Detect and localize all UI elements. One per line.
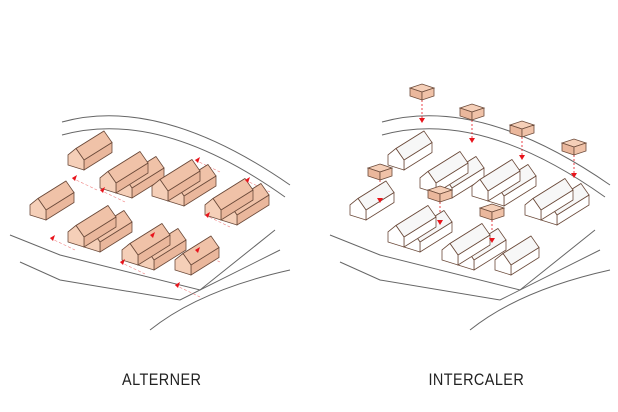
arrow-icon [72, 175, 77, 181]
inserted-block [408, 83, 436, 101]
house-gable [524, 197, 542, 221]
house-gable [471, 178, 489, 202]
house-gable [29, 197, 47, 221]
arrow-down-icon [419, 118, 425, 123]
guide-line [71, 177, 98, 191]
inserted-block [458, 103, 486, 121]
arrow-icon [195, 157, 200, 163]
house-existing [441, 222, 491, 266]
house-gable [67, 224, 85, 248]
arrow-icon [150, 232, 155, 238]
house [67, 130, 113, 171]
block-side [379, 167, 393, 181]
house-existing [419, 150, 469, 194]
inserted-block [426, 185, 454, 203]
label-intercaler: INTERCALER [428, 370, 525, 389]
block-side [521, 124, 535, 138]
house-gable [151, 178, 169, 202]
house-existing [494, 235, 540, 276]
house-existing [387, 130, 433, 171]
arrow-icon [205, 212, 210, 218]
arrow-icon [195, 247, 200, 253]
arrow-down-icon [519, 155, 525, 160]
arrow-icon [100, 187, 105, 193]
house-existing [349, 180, 395, 221]
inserted-block [508, 120, 536, 138]
house-gable [494, 252, 512, 276]
label-alterner: ALTERNER [122, 370, 202, 389]
house-gable [174, 252, 192, 276]
block-side [491, 207, 505, 221]
inserted-block [478, 203, 506, 221]
house [121, 222, 171, 266]
block-side [421, 87, 435, 101]
house-gable [121, 242, 139, 266]
arrow-down-icon [571, 173, 577, 178]
house [99, 150, 149, 194]
block-side [573, 142, 587, 156]
arrow-icon [50, 235, 55, 241]
house [174, 235, 220, 276]
house [204, 177, 254, 221]
house-existing [471, 158, 521, 202]
arrow-down-icon [469, 138, 475, 143]
arrow-down-icon [489, 238, 495, 243]
house-gable [387, 147, 405, 171]
inserted-block [366, 163, 394, 181]
house-gable [67, 147, 85, 171]
arrow-down-icon [437, 220, 443, 225]
street-lines [9, 115, 611, 331]
house [29, 180, 75, 221]
arrow-icon [245, 177, 250, 183]
house-gable [387, 224, 405, 248]
house-existing [387, 204, 437, 248]
arrow-icon [175, 282, 180, 288]
house-existing [524, 177, 574, 221]
house-gable [349, 197, 367, 221]
house [67, 204, 117, 248]
arrow-down-icon [377, 198, 383, 203]
inserted-block [560, 138, 588, 156]
block-side [439, 189, 453, 203]
block-side [471, 107, 485, 121]
house [151, 158, 201, 202]
arrow-icon [120, 259, 125, 265]
house-gable [441, 242, 459, 266]
